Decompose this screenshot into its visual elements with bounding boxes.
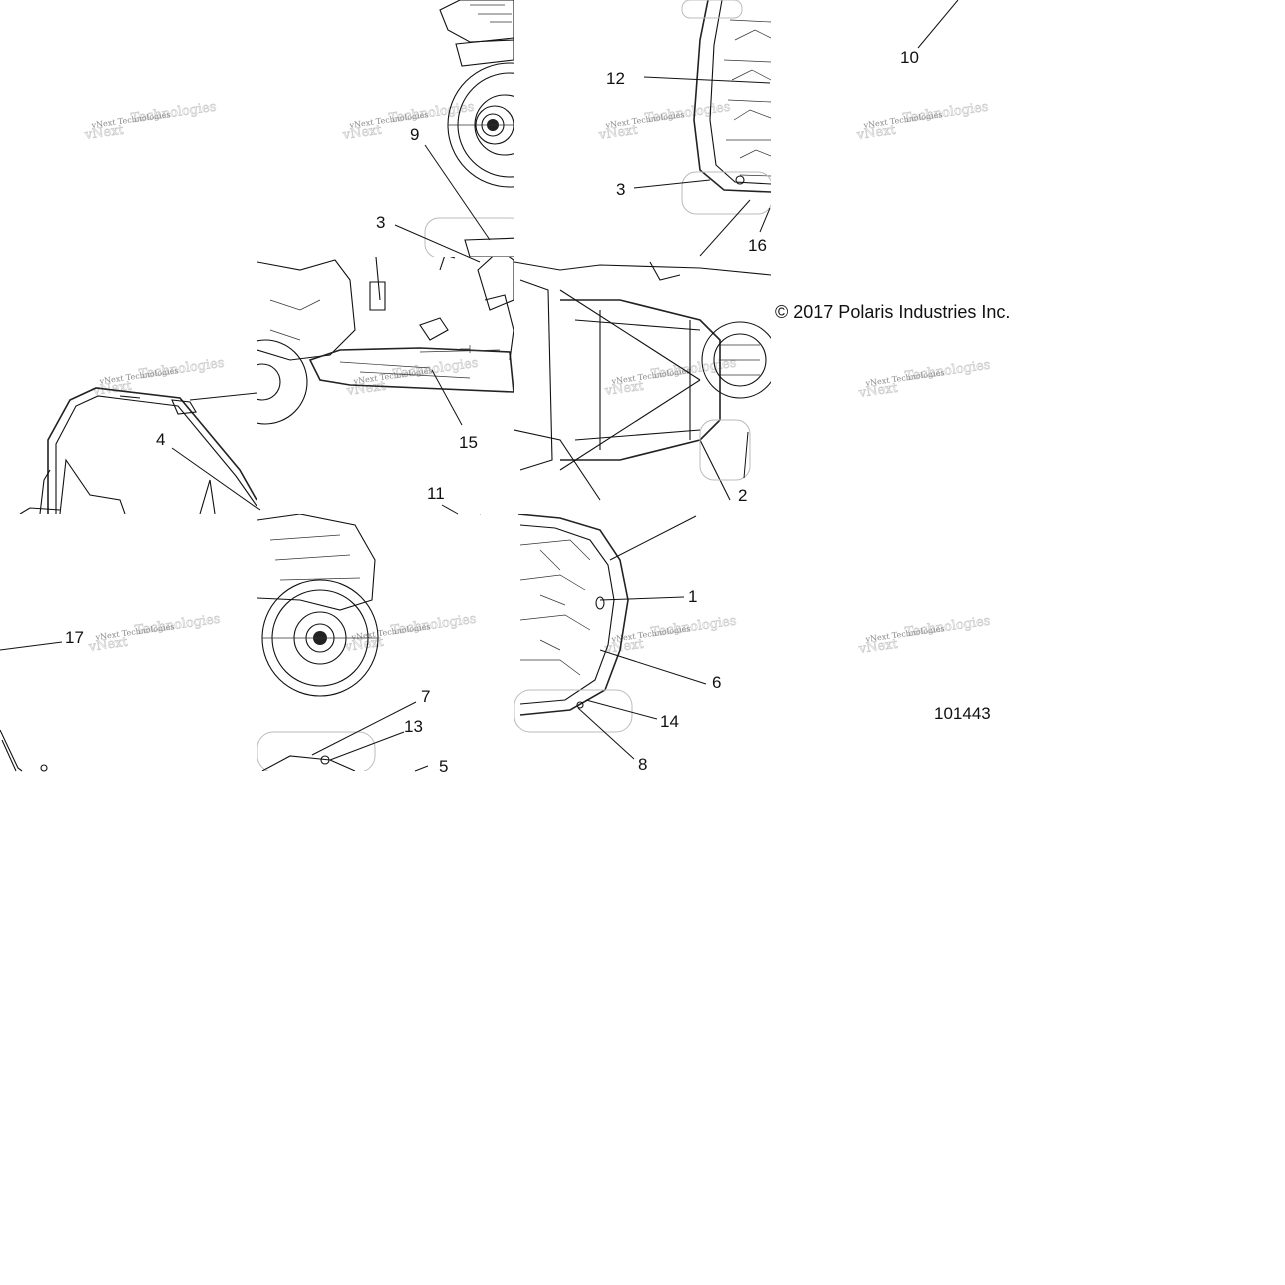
copyright-notice: © 2017 Polaris Industries Inc. bbox=[775, 302, 1010, 322]
callout-4: 4 bbox=[156, 430, 165, 449]
svg-text:vNext: vNext bbox=[91, 379, 133, 400]
svg-text:vNext: vNext bbox=[597, 123, 639, 144]
svg-text:vNext: vNext bbox=[857, 637, 899, 658]
svg-text:vNext: vNext bbox=[603, 379, 645, 400]
callout-labels: 1 2 3 3 4 5 6 7 8 9 10 11 12 13 14 15 16… bbox=[65, 48, 919, 776]
rear-wheel-drawing bbox=[257, 514, 481, 771]
svg-text:vNext: vNext bbox=[603, 637, 645, 658]
underside-drawing bbox=[514, 261, 771, 501]
callout-9: 9 bbox=[410, 125, 419, 144]
roll-cage-drawing bbox=[19, 387, 257, 514]
front-wheel-drawing bbox=[424, 0, 514, 257]
callout-3-top-right: 3 bbox=[616, 180, 625, 199]
drawing-number: 101443 bbox=[934, 704, 991, 723]
leader-lines bbox=[0, 0, 959, 772]
callout-2: 2 bbox=[738, 486, 747, 505]
callout-10: 10 bbox=[900, 48, 919, 67]
svg-text:vNext: vNext bbox=[345, 379, 387, 400]
callout-7: 7 bbox=[421, 687, 430, 706]
side-view-drawing bbox=[257, 257, 514, 425]
callout-17: 17 bbox=[65, 628, 84, 647]
svg-text:vNext: vNext bbox=[855, 123, 897, 144]
callout-1: 1 bbox=[688, 587, 697, 606]
callout-3-top-center: 3 bbox=[376, 213, 385, 232]
callout-16: 16 bbox=[748, 236, 767, 255]
callout-12: 12 bbox=[606, 69, 625, 88]
callout-11: 11 bbox=[427, 484, 445, 503]
bumper-detail-drawing bbox=[0, 729, 48, 772]
hood-front-drawing bbox=[514, 514, 633, 733]
callout-8: 8 bbox=[638, 755, 647, 774]
svg-text:vNext: vNext bbox=[341, 123, 383, 144]
callout-5: 5 bbox=[439, 757, 448, 776]
callout-13: 13 bbox=[404, 717, 423, 736]
svg-text:vNext: vNext bbox=[87, 635, 129, 656]
svg-text:vNext: vNext bbox=[83, 123, 125, 144]
callout-6: 6 bbox=[712, 673, 721, 692]
callout-15: 15 bbox=[459, 433, 478, 452]
svg-text:vNext: vNext bbox=[343, 635, 385, 656]
callout-14: 14 bbox=[660, 712, 679, 731]
svg-text:vNext: vNext bbox=[857, 381, 899, 402]
hood-top-drawing bbox=[681, 0, 771, 215]
